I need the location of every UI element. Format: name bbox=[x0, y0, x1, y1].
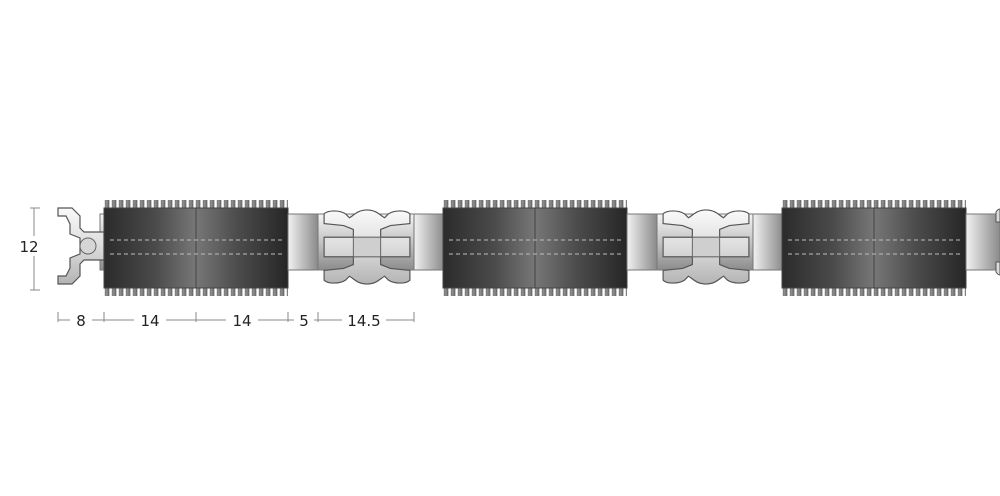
width-dimension-5: 14.5 bbox=[347, 312, 380, 330]
width-dimension-2: 14 bbox=[140, 312, 159, 330]
h-connector-link-2 bbox=[662, 209, 750, 285]
end-edging-profile bbox=[57, 207, 105, 285]
h-connector-link-1 bbox=[323, 209, 411, 285]
rod-sleeve-1 bbox=[287, 213, 319, 271]
h-connector-link-3-partial bbox=[995, 208, 1000, 276]
rod-sleeve-5 bbox=[965, 213, 1000, 271]
rod-sleeve-4 bbox=[752, 213, 784, 271]
height-dimension-label: 12 bbox=[19, 238, 38, 256]
rubber-scraper-module-1 bbox=[103, 199, 289, 297]
rubber-scraper-module-3 bbox=[781, 199, 967, 297]
width-dimension-4: 5 bbox=[299, 312, 309, 330]
rod-sleeve-3 bbox=[626, 213, 658, 271]
rubber-scraper-module-2 bbox=[442, 199, 628, 297]
width-dimensions: 8 14 14 5 14.5 bbox=[57, 310, 415, 330]
width-dimension-3: 14 bbox=[232, 312, 251, 330]
rod-sleeve-2 bbox=[413, 213, 445, 271]
height-dimension: 12 bbox=[14, 207, 44, 291]
width-dimension-1: 8 bbox=[76, 312, 86, 330]
